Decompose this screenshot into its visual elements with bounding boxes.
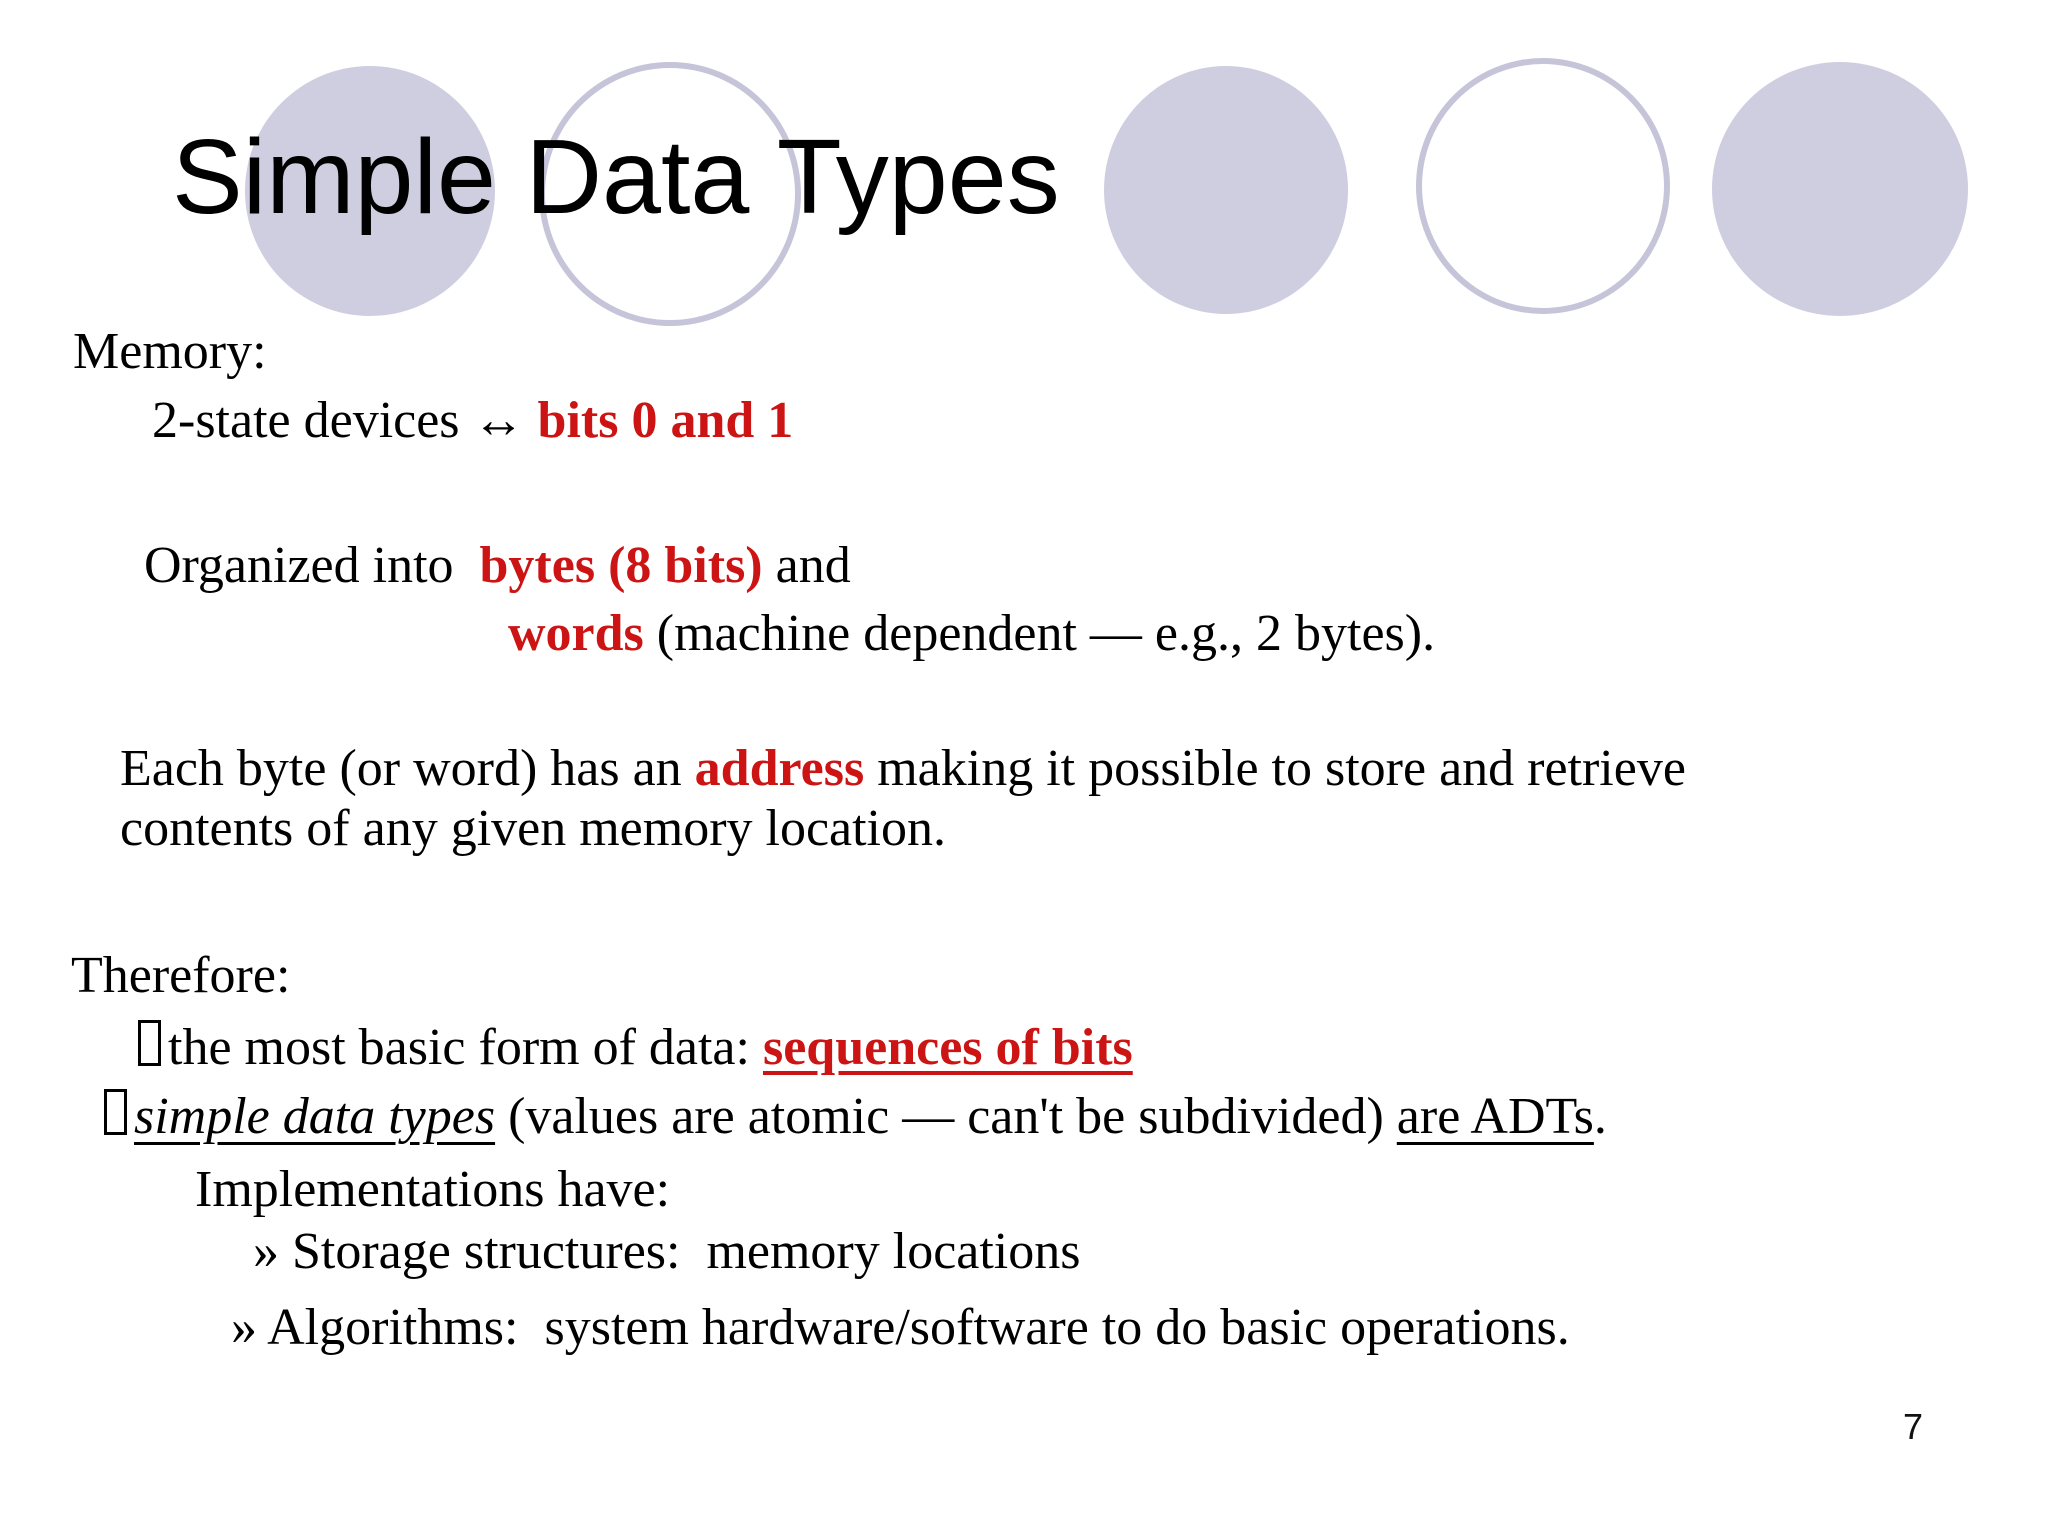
decorative-circle-filled-icon (1712, 62, 1968, 316)
machine-dependent-text: (machine dependent — e.g., 2 bytes). (643, 605, 1436, 662)
decorative-circle-outlined-icon (539, 62, 801, 326)
each-byte-line: Each byte (or word) has an address makin… (120, 739, 1686, 799)
decorative-circle-filled-icon (245, 66, 495, 316)
two-state-devices-line: 2-state devices ↔ bits 0 and 1 (152, 391, 793, 451)
decorative-circle-outlined-icon (1416, 58, 1670, 314)
memory-heading-text: Memory: (73, 323, 267, 380)
contents-text: contents of any given memory location. (120, 800, 947, 857)
each-byte-black-text-2: making it possible to store and retrieve (864, 740, 1686, 797)
each-byte-black-text: Each byte (or word) has an (120, 740, 695, 797)
contents-line: contents of any given memory location. (120, 799, 946, 859)
page-number: 7 (1903, 1406, 1924, 1447)
bits-0-and-1-text: bits 0 and 1 (537, 392, 794, 449)
most-basic-black-text: the most basic form of data: (168, 1019, 763, 1076)
algorithms-line: » Algorithms: system hardware/software t… (231, 1298, 1570, 1358)
memory-heading: Memory: (73, 322, 267, 382)
values-atomic-text: (values are atomic — can't be subdivided… (495, 1088, 1397, 1145)
are-adts-text: are ADTs (1396, 1088, 1594, 1145)
organized-and-text: and (762, 537, 851, 594)
simple-data-types-text: simple data types (134, 1088, 496, 1145)
organized-black-text: Organized into (144, 537, 480, 594)
therefore-text: Therefore: (71, 947, 291, 1004)
simple-data-types-line: simple data types (values are atomic — c… (104, 1087, 1607, 1147)
missing-glyph-box-icon (104, 1089, 127, 1135)
implementations-line: Implementations have: (195, 1160, 670, 1220)
therefore-heading: Therefore: (71, 946, 290, 1006)
decorative-circle-filled-icon (1104, 66, 1348, 314)
algorithms-text: » Algorithms: system hardware/software t… (231, 1299, 1570, 1356)
missing-glyph-box-icon (138, 1020, 161, 1066)
bytes-8-bits-text: bytes (8 bits) (479, 537, 763, 594)
address-text: address (694, 740, 865, 797)
storage-structures-line: » Storage structures: memory locations (253, 1222, 1080, 1282)
most-basic-form-line: the most basic form of data: sequences o… (138, 1018, 1133, 1078)
organized-into-line: Organized into bytes (8 bits) and (144, 536, 851, 596)
implementations-text: Implementations have: (195, 1161, 671, 1218)
two-state-black-text: 2-state devices ↔ (152, 392, 538, 449)
period-text: . (1593, 1088, 1607, 1145)
sequences-of-bits-text: sequences of bits (762, 1019, 1133, 1076)
words-text: words (508, 605, 644, 662)
words-line: words (machine dependent — e.g., 2 bytes… (508, 604, 1435, 664)
storage-structures-text: » Storage structures: memory locations (253, 1223, 1081, 1280)
slide-title: Simple Data Types (172, 118, 1060, 236)
